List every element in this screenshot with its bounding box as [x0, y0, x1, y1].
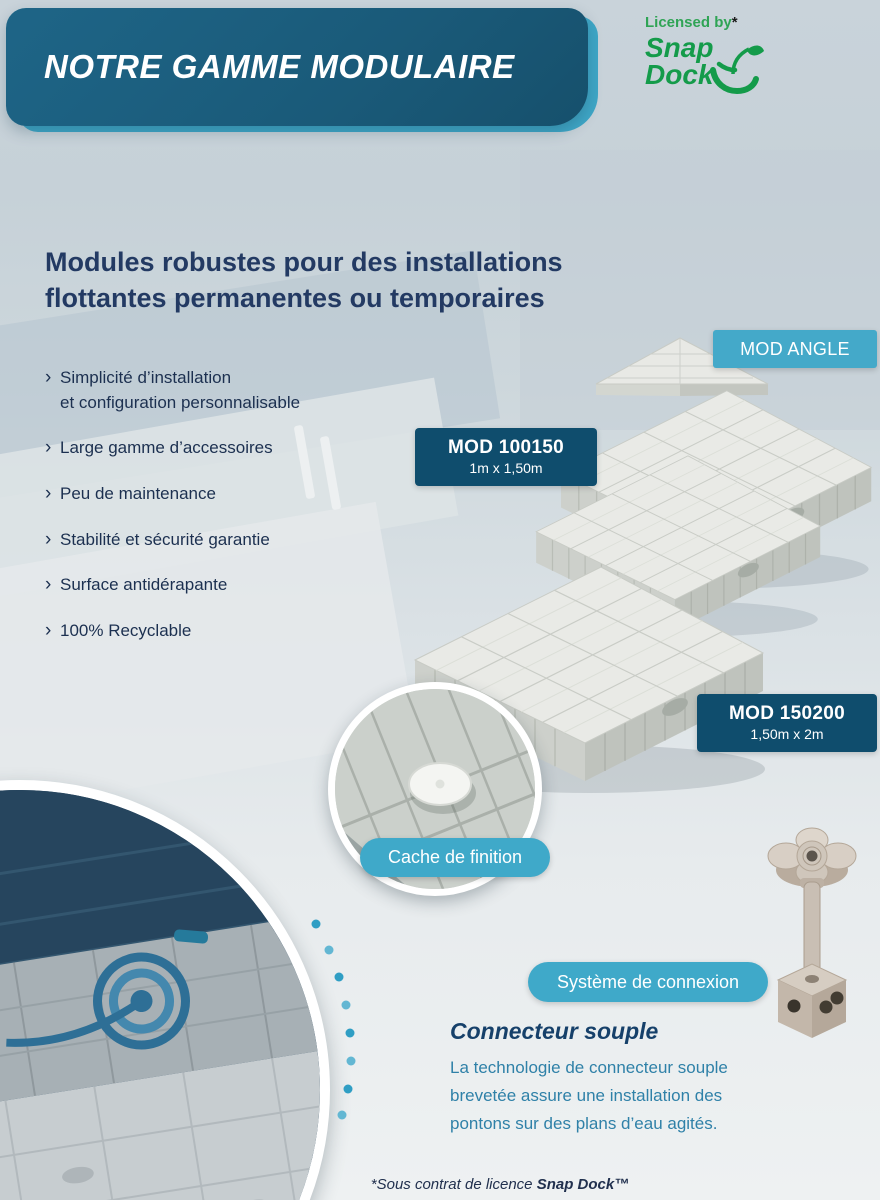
snapdock-wordmark: Snap Dock	[645, 32, 714, 90]
chevron-bullet-icon: ›	[45, 367, 52, 388]
photo-inset-circle	[0, 780, 330, 1200]
intro-heading: Modules robustes pour des installations …	[45, 247, 563, 314]
mod-angle-badge: MOD ANGLE	[713, 330, 877, 368]
license-block: Licensed by* Snap Dock	[645, 14, 764, 95]
dock-photo	[0, 790, 320, 1200]
rope-coil	[6, 952, 190, 1050]
dots-arc	[311, 919, 356, 1120]
chevron-bullet-icon: ›	[45, 619, 52, 641]
chevron-bullet-icon: ›	[45, 437, 52, 459]
footer-note-prefix: *Sous contrat de licence	[370, 1176, 537, 1193]
license-asterisk: *	[731, 14, 738, 31]
feature-text: Simplicité d’installation et configurati…	[60, 368, 301, 412]
feature-item: › Large gamme d’accessoires	[45, 436, 355, 461]
systeme-connexion-badge: Système de connexion	[528, 962, 768, 1002]
page-title: NOTRE GAMME MODULAIRE	[44, 48, 515, 85]
connector-title: Connecteur souple	[450, 1018, 659, 1044]
feature-item: › Stabilité et sécurité garantie	[45, 528, 355, 553]
chevron-bullet-icon: ›	[45, 574, 52, 596]
feature-text: Surface antidérapante	[60, 575, 228, 595]
connector-bolt	[806, 850, 818, 862]
feature-item: › Peu de maintenance	[45, 482, 355, 507]
connector-render	[767, 827, 857, 1038]
chevron-bullet-icon: ›	[45, 528, 52, 550]
mod-150200-badge: MOD 150200 1,50m x 2m	[697, 694, 877, 752]
header-banner: NOTRE GAMME MODULAIRE	[6, 8, 588, 126]
connector-description: La technologie de connecteur souple brev…	[450, 1058, 728, 1134]
snapdock-hand-icon	[710, 45, 764, 95]
feature-text: Peu de maintenance	[60, 483, 216, 503]
dock-cleat	[173, 929, 209, 944]
feature-text: Stabilité et sécurité garantie	[60, 529, 270, 549]
feature-text: 100% Recyclable	[60, 620, 192, 640]
feature-item: › Simplicité d’installation et configurat…	[45, 366, 355, 415]
feature-item: › Surface antidérapante	[45, 573, 355, 598]
feature-list: › Simplicité d’installation et configurat…	[45, 366, 355, 664]
cache-finition-badge: Cache de finition	[360, 838, 550, 877]
feature-text: Large gamme d’accessoires	[60, 438, 273, 458]
licensed-by-label: Licensed by*	[645, 14, 738, 31]
mod-100150-badge: MOD 100150 1m x 1,50m	[415, 428, 597, 486]
chevron-bullet-icon: ›	[45, 482, 52, 504]
corner-module-render	[595, 337, 769, 396]
feature-item: › 100% Recyclable	[45, 619, 355, 644]
footer-note: *Sous contrat de licence Snap Dock™	[300, 1176, 700, 1193]
footer-note-brand: Snap Dock™	[536, 1176, 630, 1193]
